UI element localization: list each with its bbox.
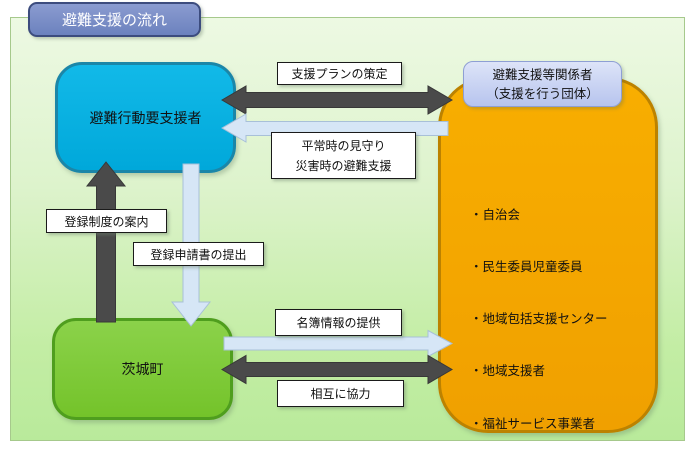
node-evacuees-label: 避難行動要支援者	[89, 110, 202, 127]
label-roster-provide: 名簿情報の提供	[275, 309, 402, 336]
label-watch-over-line2: 災害時の避難支援	[295, 158, 392, 173]
label-registration-guide: 登録制度の案内	[46, 209, 167, 233]
label-watch-over: 平常時の見守り 災害時の避難支援	[271, 132, 416, 179]
supporters-list: ・自治会 ・民生委員児童委員 ・地域包括支援センター ・地域支援者 ・福祉サービ…	[470, 171, 608, 449]
supporters-header-line2: （支援を行う団体）	[486, 86, 599, 101]
list-item: ・地域包括支援センター	[470, 311, 608, 327]
list-item: ・地域支援者	[470, 363, 546, 379]
supporters-header-line1: 避難支援等関係者	[492, 67, 593, 82]
list-item: ・民生委員児童委員	[470, 259, 583, 275]
label-watch-over-line1: 平常時の見守り	[301, 138, 386, 153]
list-item: ・自治会	[470, 206, 521, 222]
label-application-submit: 登録申請書の提出	[133, 242, 264, 266]
node-evacuees: 避難行動要支援者	[55, 62, 236, 173]
label-support-plan: 支援プランの策定	[277, 62, 402, 85]
node-town: 茨城町	[52, 318, 233, 420]
node-supporters	[438, 77, 658, 433]
diagram-title: 避難支援の流れ	[28, 2, 201, 37]
label-mutual-cooperation: 相互に協力	[277, 380, 404, 407]
list-item: ・福祉サービス事業者	[470, 415, 596, 431]
node-town-label: 茨城町	[121, 362, 164, 378]
supporters-header: 避難支援等関係者 （支援を行う団体）	[463, 61, 622, 107]
